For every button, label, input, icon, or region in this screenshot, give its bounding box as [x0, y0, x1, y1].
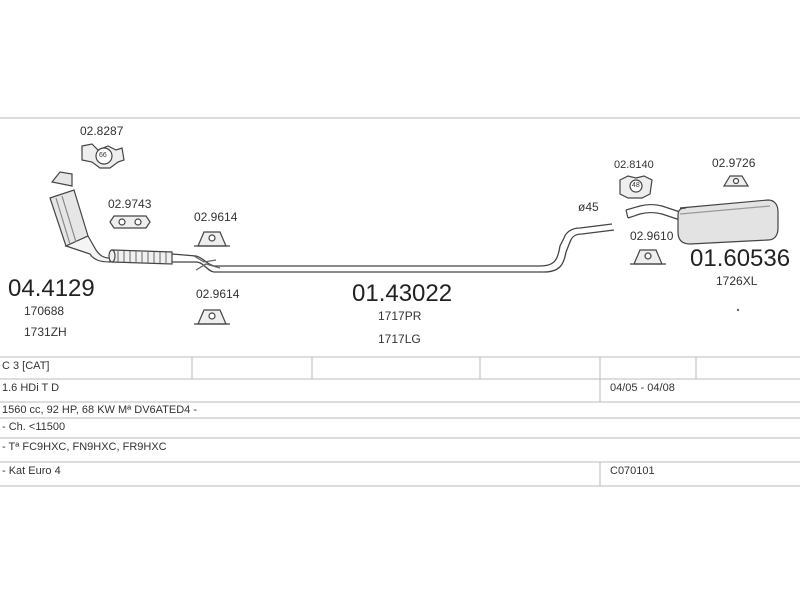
rear-muffler-ref: 1726XL	[716, 274, 758, 288]
table-cell-ref: C070101	[610, 465, 655, 477]
table-row: - Kat Euro 4 C070101	[0, 463, 800, 485]
catalyst-code: 04.4129	[8, 275, 95, 302]
catalyst-ref2: 1731ZH	[24, 325, 67, 339]
table-cell-engine: 1.6 HDi T D	[2, 382, 60, 394]
cat-clamp-code: 02.8287	[80, 124, 124, 138]
table-row: 1560 cc, 92 HP, 68 KW Mª DV6ATED4 -	[0, 403, 800, 418]
mount-top-drawing	[194, 231, 230, 247]
center-pipe-drawing	[171, 223, 615, 273]
cat-clamp-badge: 66	[99, 152, 107, 159]
center-pipe-code: 01.43022	[352, 280, 453, 307]
table-cell-specs: 1560 cc, 92 HP, 68 KW Mª DV6ATED4 -	[2, 404, 198, 416]
mount-bottom-code: 02.9614	[196, 287, 240, 301]
table-cell-model: C 3 [CAT]	[2, 360, 50, 372]
table-grid	[0, 356, 800, 487]
rear-muffler-code: 01.60536	[690, 245, 791, 272]
cat-clamp-drawing	[81, 143, 125, 169]
center-pipe-ref2: 1717LG	[378, 332, 421, 346]
table-row: - Tª FC9HXC, FN9HXC, FR9HXC	[0, 439, 800, 461]
gasket-drawing	[109, 215, 151, 229]
catalyst-drawing	[49, 171, 111, 263]
stray-mark	[736, 308, 740, 312]
table-cell-years: 04/05 - 04/08	[610, 382, 675, 394]
table-row: C 3 [CAT]	[0, 358, 800, 378]
mount-top-code: 02.9614	[194, 210, 238, 224]
table-cell-chassis: - Ch. <11500	[2, 421, 66, 433]
table-row: - Ch. <11500	[0, 419, 800, 438]
diameter-label: ø45	[578, 200, 599, 214]
rear-clamp-drawing	[619, 175, 653, 199]
rear-mount-bottom-code: 02.9610	[630, 229, 674, 243]
rear-mount-bottom-drawing	[630, 249, 666, 265]
table-cell-types: - Tª FC9HXC, FN9HXC, FR9HXC	[2, 441, 167, 453]
rear-clamp-code: 02.8140	[614, 159, 654, 171]
mount-bottom-drawing	[194, 309, 230, 325]
flex-pipe-drawing	[108, 249, 173, 265]
rear-mount-top-code: 02.9726	[712, 156, 756, 170]
table-cell-kat: - Kat Euro 4	[2, 465, 61, 477]
gasket-code: 02.9743	[108, 197, 152, 211]
rear-muffler-drawing	[625, 199, 779, 245]
rear-clamp-badge: 48	[632, 182, 640, 189]
table-row: 1.6 HDi T D 04/05 - 04/08	[0, 380, 800, 401]
center-pipe-ref1: 1717PR	[378, 309, 422, 323]
catalyst-ref1: 170688	[24, 304, 65, 318]
rear-mount-top-drawing	[722, 175, 750, 187]
